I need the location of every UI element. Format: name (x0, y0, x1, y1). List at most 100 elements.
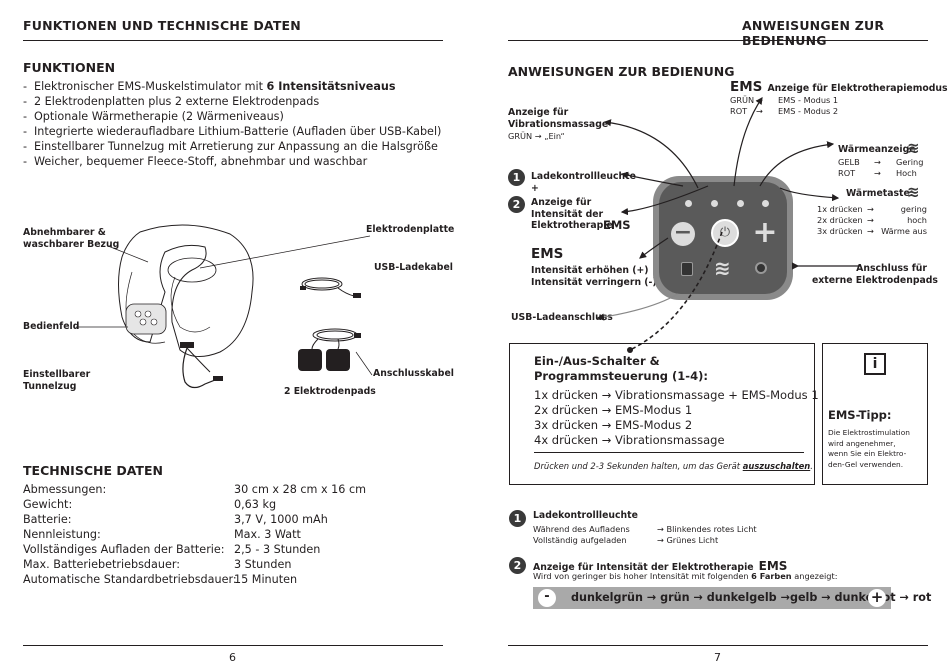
plus-button[interactable]: + (752, 215, 778, 250)
box-row: 2x drücken → EMS-Modus 1 (534, 403, 819, 418)
control-device: − ⏻ + ≋ (653, 176, 793, 300)
ems-mode-indicator: EMS Anzeige für Elektrotherapiemodus (730, 76, 948, 95)
ems-mode-indicator-label: Anzeige für Elektrotherapiemodus (767, 83, 948, 94)
led-1 (685, 200, 692, 207)
row: ROT→Hoch (838, 168, 923, 179)
minus-button[interactable]: − (671, 222, 695, 246)
note-post: . (810, 461, 813, 471)
warm-key-row: 1x drücken → gering (817, 204, 927, 215)
usb-cable-illustration (300, 277, 361, 298)
row-key: 3x drücken (817, 226, 863, 236)
tech-keys: Abmessungen:Gewicht:Batterie:Nennleistun… (23, 482, 237, 587)
label-usb-cable: USB-Ladekabel (374, 262, 453, 273)
feature-text: Optionale Wärmetherapie (2 Wärmeniveaus) (34, 110, 284, 123)
row-value: Hoch (896, 168, 917, 178)
box-row-key: 1x drücken (534, 388, 602, 402)
section1-rows: Während des Aufladens→ Blinkendes rotes … (533, 524, 757, 546)
scale-minus: - (538, 589, 556, 607)
row-key: 1x drücken (817, 204, 863, 214)
tech-values: 30 cm x 28 cm x 16 cm 0,63 kg 3,7 V, 1000 … (234, 482, 366, 587)
left-footer-rule (23, 645, 443, 646)
usb-port (681, 262, 693, 276)
row-arrow: → (867, 226, 874, 236)
features-title: FUNKTIONEN (23, 60, 116, 75)
charge-indicator-label: Ladekontrollleuchte (531, 171, 636, 182)
row-value: EMS - Modus 1 (778, 95, 839, 105)
warm-indicator-label: Wärmeanzeige (838, 144, 916, 155)
row-arrow: → (867, 204, 874, 214)
row-value: gering (900, 204, 927, 214)
tech-value: 0,63 kg (234, 498, 277, 511)
tech-key: Abmessungen: (23, 483, 107, 496)
row-arrow: → (874, 157, 881, 167)
feature-item: Optionale Wärmetherapie (2 Wärmeniveaus) (23, 109, 441, 124)
usb-port-label: USB-Ladeanschluss (511, 312, 613, 323)
s1-key: Während des Aufladens (533, 524, 630, 534)
right-header: ANWEISUNGEN ZUR BEDIENUNG (742, 18, 885, 48)
box-row-value: Vibrationsmassage + EMS-Modus 1 (614, 388, 819, 402)
tech-value: 3,7 V, 1000 mAh (234, 513, 328, 526)
box-row-arrow: → (601, 388, 615, 402)
section1-title: Ladekontrollleuchte (533, 510, 638, 521)
ems-big: EMS (730, 79, 763, 95)
feature-text: 2 Elektrodenplatten plus 2 externe Elekt… (34, 95, 320, 108)
tech-value: 2,5 - 3 Stunden (234, 543, 321, 556)
left-header-rule (23, 40, 443, 41)
intensity-indicator-label: Anzeige für Intensität der Elektrotherap… (531, 197, 613, 231)
label-electrode-plate: Elektrodenplatte (366, 224, 455, 235)
row-value: Wärme aus (881, 226, 927, 236)
row: GELB→Gering (838, 157, 923, 168)
badge-2-top: 2 (508, 196, 525, 213)
label-cover: Abnehmbarer & waschbarer Bezug (23, 227, 120, 250)
s1-value: → Grünes Licht (657, 535, 719, 545)
feature-bold: 6 Intensitätsniveaus (266, 80, 396, 93)
note-bold: auszuschalten (742, 461, 811, 471)
label-electrode-pads: 2 Elektrodenpads (284, 386, 376, 397)
row-arrow: → (756, 106, 763, 116)
section2-sub: Wird von geringer bis hoher Intensität m… (533, 571, 837, 582)
tech-key: Gewicht: (23, 498, 73, 511)
tech-value: 30 cm x 28 cm x 16 cm (234, 483, 366, 496)
label-control-panel: Bedienfeld (23, 321, 80, 332)
page-number-right: 7 (714, 651, 721, 664)
note-pre: Drücken und 2-3 Sekunden halten, um das … (534, 461, 743, 471)
feature-text: Integrierte wiederaufladbare Lithium-Bat… (34, 125, 442, 138)
instructions-title: ANWEISUNGEN ZUR BEDIENUNG (508, 64, 735, 79)
feature-item: Integrierte wiederaufladbare Lithium-Bat… (23, 124, 441, 139)
row-arrow: → (874, 168, 881, 178)
s2-sub-post: angezeigt: (791, 571, 838, 581)
box-row-value: EMS-Modus 1 (614, 403, 693, 417)
badge-1-bottom: 1 (509, 510, 526, 527)
heat-waves-icon-2: ≋ (907, 183, 920, 201)
section2-title: Anzeige für Intensität der Elektrotherap… (533, 555, 787, 574)
plus-sign: + (531, 183, 539, 194)
heat-button-icon[interactable]: ≋ (714, 256, 731, 280)
box-row-key: 4x drücken (534, 433, 602, 447)
warm-key-label: Wärmetaste: (846, 188, 914, 199)
row-key: 2x drücken (817, 215, 863, 225)
control-device-face: − ⏻ + ≋ (659, 182, 787, 294)
feature-text: Elektronischer EMS-Muskelstimulator mit (34, 80, 267, 93)
row: ROT→EMS - Modus 2 (730, 106, 838, 117)
power-button[interactable]: ⏻ (711, 219, 739, 247)
feature-item: 2 Elektrodenplatten plus 2 externe Elekt… (23, 94, 441, 109)
warm-key-row: 2x drücken→hoch (817, 215, 927, 226)
right-footer-rule (508, 645, 928, 646)
warm-key-row: 3x drücken → Wärme aus (817, 226, 927, 237)
leader-lines-left (76, 235, 373, 376)
vibration-indicator-sub: GRÜN → „Ein“ (508, 131, 565, 141)
ems-intensity-lines: Intensität erhöhen (+) Intensität verrin… (531, 265, 657, 288)
s1-row: Vollständig aufgeladen→ Grünes Licht (533, 535, 757, 546)
box-row: 1x drücken → Vibrationsmassage + EMS-Mod… (534, 388, 819, 403)
ems-2-big: EMS (531, 246, 564, 262)
led-3 (737, 200, 744, 207)
box-row-key: 2x drücken (534, 403, 602, 417)
tech-key: Batterie: (23, 513, 72, 526)
box-row-arrow: → (601, 433, 615, 447)
heat-waves-icon: ≋ (907, 139, 920, 157)
s2-sub-bold: 6 Farben (751, 571, 792, 581)
power-box-rule (534, 452, 804, 453)
tech-key: Max. Batteriebetriebsdauer: (23, 558, 181, 571)
led-4 (762, 200, 769, 207)
